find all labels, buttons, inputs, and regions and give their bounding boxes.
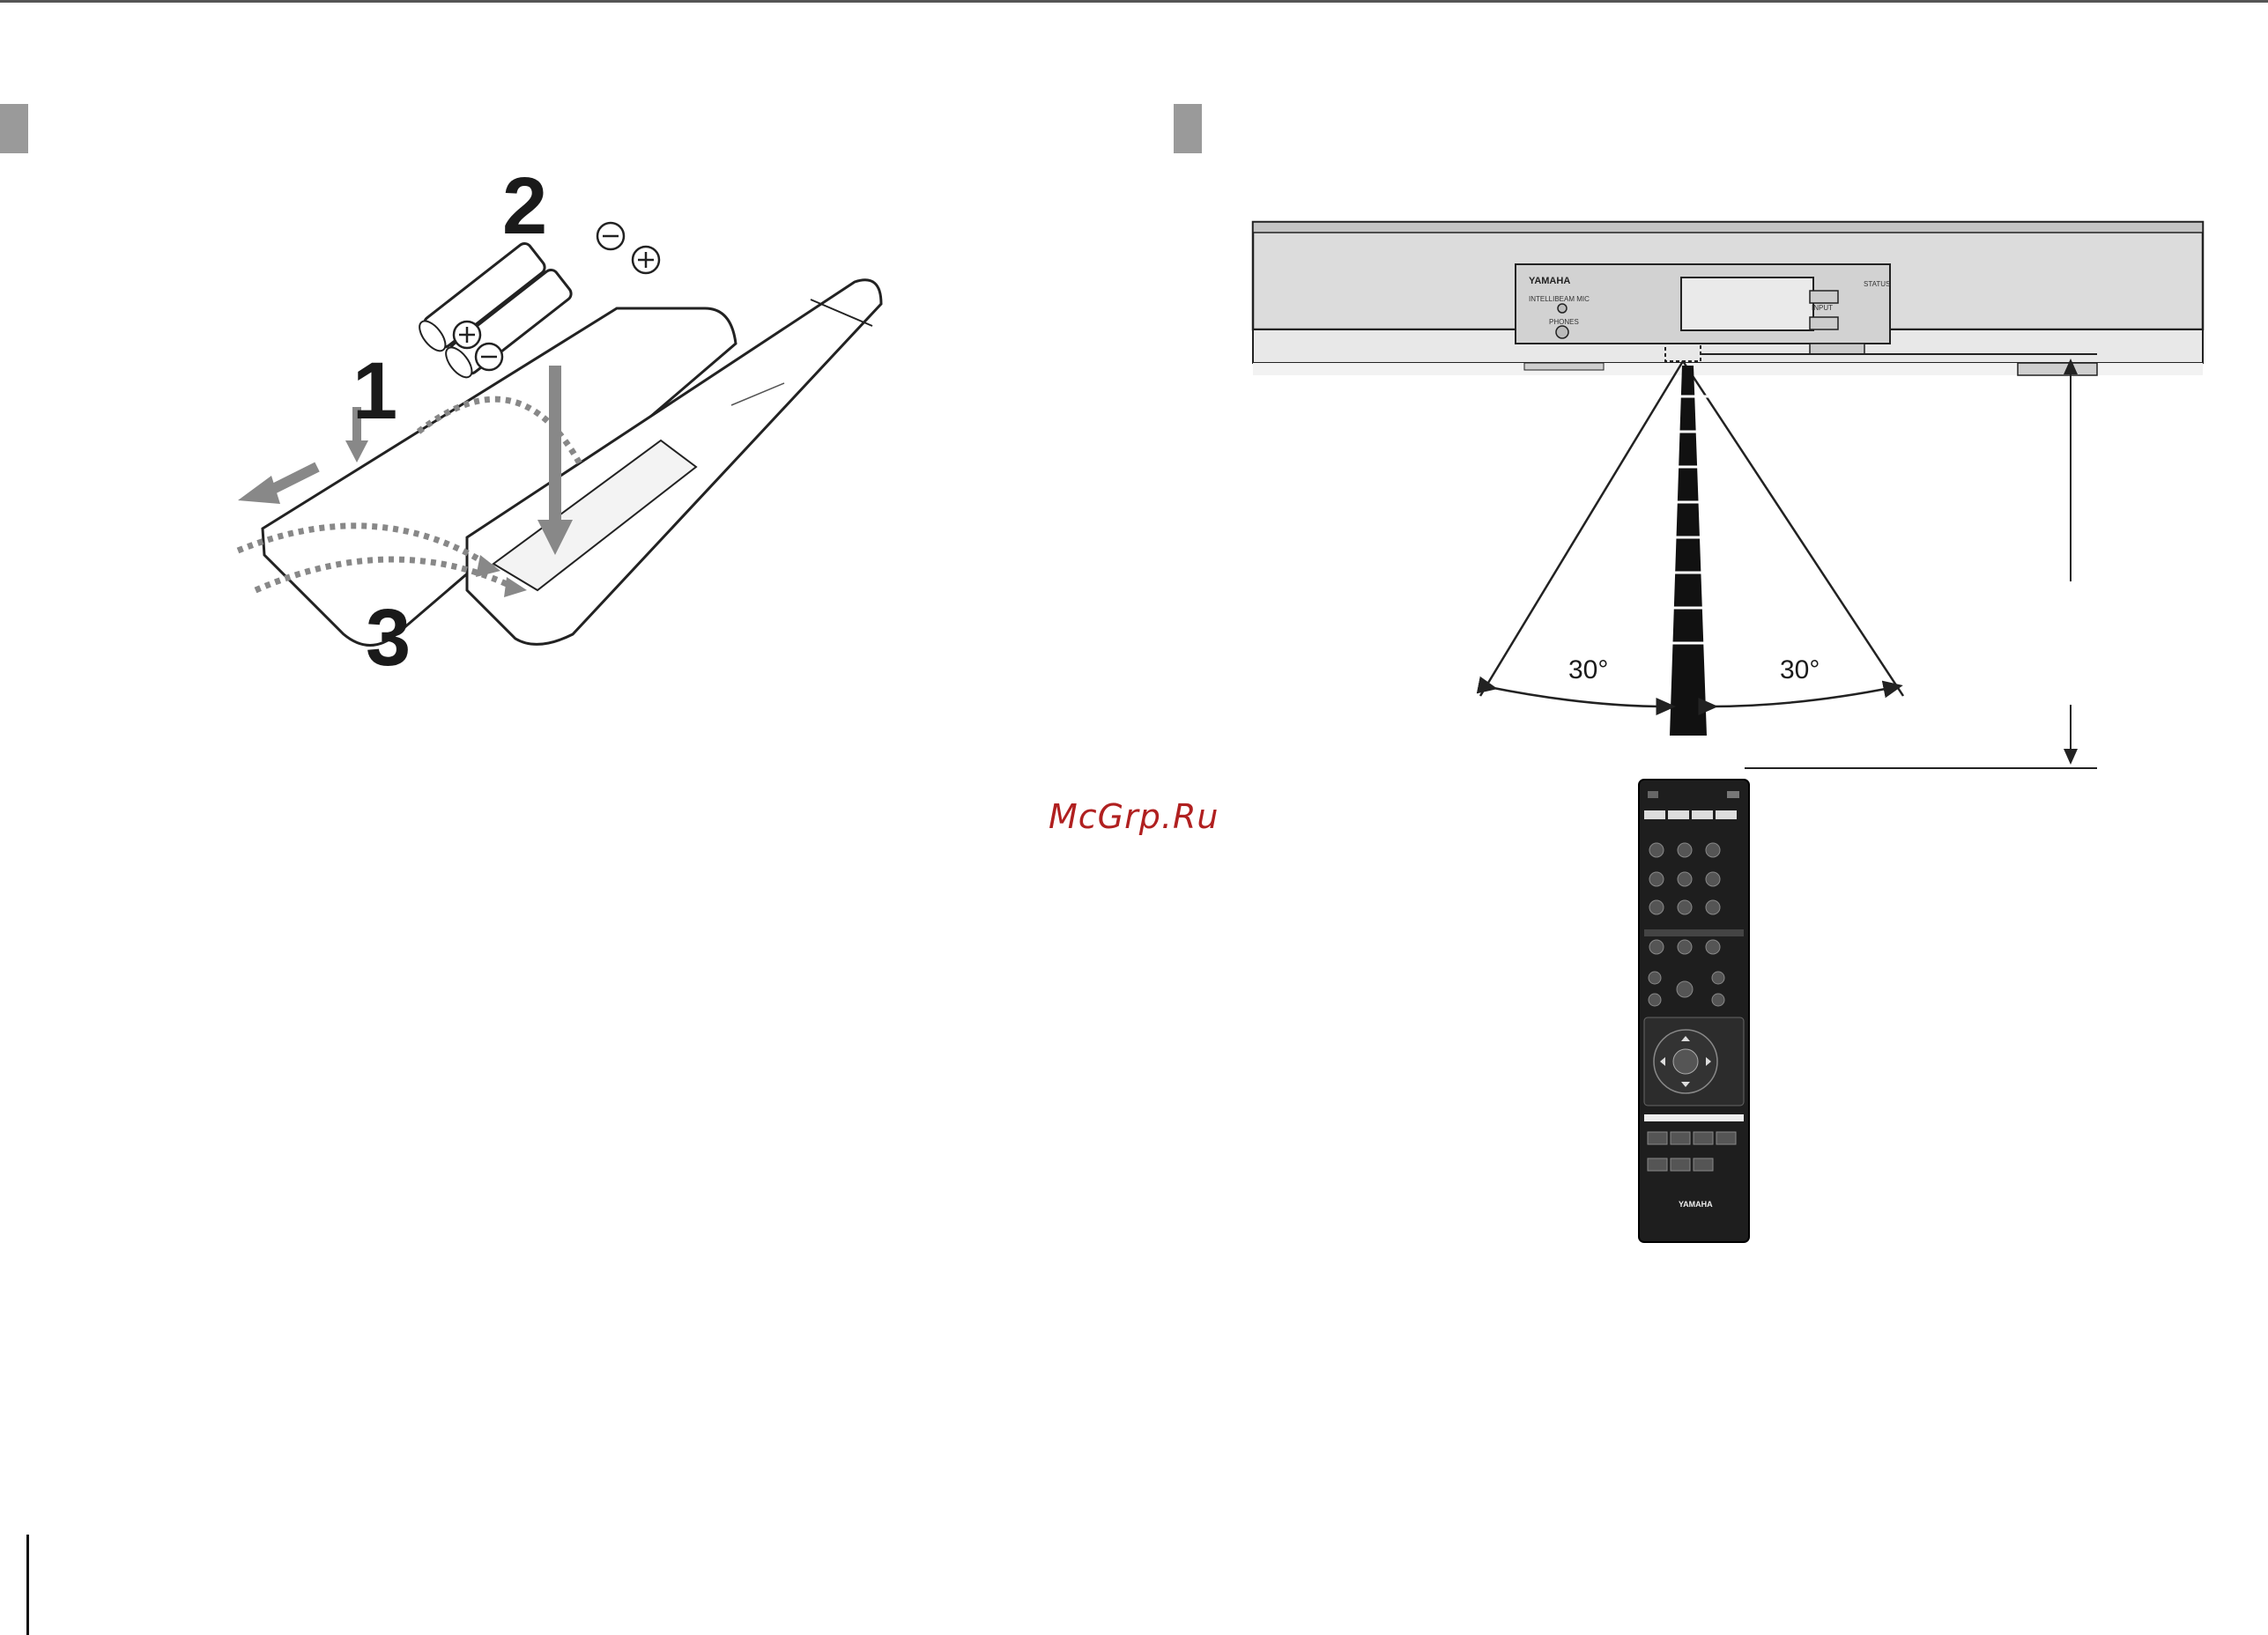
height-indicator — [1701, 354, 2097, 768]
angle-label-right: 30° — [1780, 655, 1820, 684]
unit-front-panel: YAMAHA INTELLIBEAM MIC PHONES STATUS INP… — [1253, 222, 2203, 375]
panel-phones-label: PHONES — [1549, 318, 1579, 326]
section-marker-battery — [0, 104, 28, 153]
step-number-3: 3 — [366, 593, 411, 683]
step-number-1: 1 — [352, 346, 397, 436]
remote-brand-label: YAMAHA — [1679, 1200, 1713, 1209]
minus-icon — [476, 344, 502, 370]
watermark: McGrp.Ru — [1049, 797, 1219, 836]
panel-input-label: INPUT — [1812, 304, 1833, 312]
operating-range-figure: YAMAHA INTELLIBEAM MIC PHONES STATUS INP… — [1234, 203, 2238, 1260]
top-rule — [0, 0, 2268, 3]
power-button[interactable] — [1810, 291, 1838, 303]
angle-label-left: 30° — [1568, 655, 1608, 684]
mic-icon — [1558, 304, 1567, 313]
remote-control: YAMAHA — [1639, 780, 1749, 1242]
panel-status-label: STATUS — [1864, 280, 1890, 288]
battery-install-figure: 1 2 3 — [203, 176, 908, 687]
input-button[interactable] — [1810, 317, 1838, 329]
plus-icon — [454, 322, 480, 348]
section-marker-range — [1174, 104, 1202, 153]
phones-jack-icon — [1556, 326, 1568, 338]
minus-icon — [597, 223, 624, 249]
volume-button[interactable] — [1810, 344, 1864, 354]
plus-icon — [633, 247, 659, 273]
panel-mic-label: INTELLIBEAM MIC — [1529, 295, 1590, 303]
panel-brand-label: YAMAHA — [1529, 276, 1570, 286]
step-number-2: 2 — [502, 176, 547, 251]
page-edge-bar — [26, 1535, 29, 1635]
center-beam — [1670, 366, 1709, 736]
remote-body — [263, 280, 881, 646]
